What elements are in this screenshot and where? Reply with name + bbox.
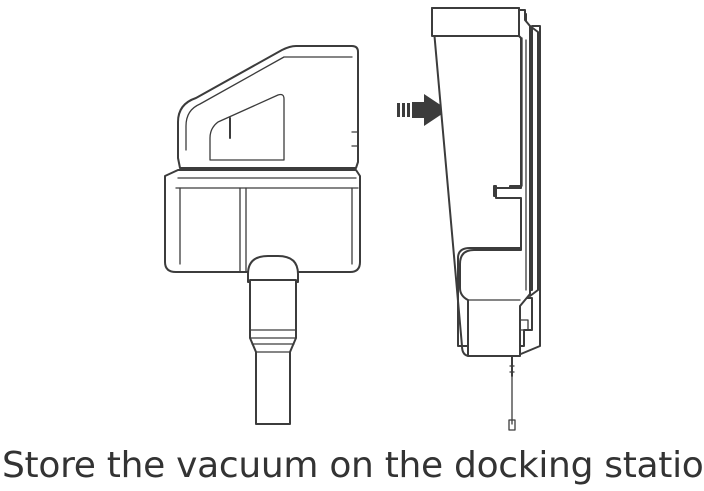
- handheld-vacuum-icon: [164, 45, 361, 425]
- docking-illustration: [164, 7, 541, 431]
- right-arrow-icon: [397, 94, 448, 126]
- caption-text: Store the vacuum on the docking station: [2, 445, 704, 486]
- docking-station-icon: [431, 7, 541, 431]
